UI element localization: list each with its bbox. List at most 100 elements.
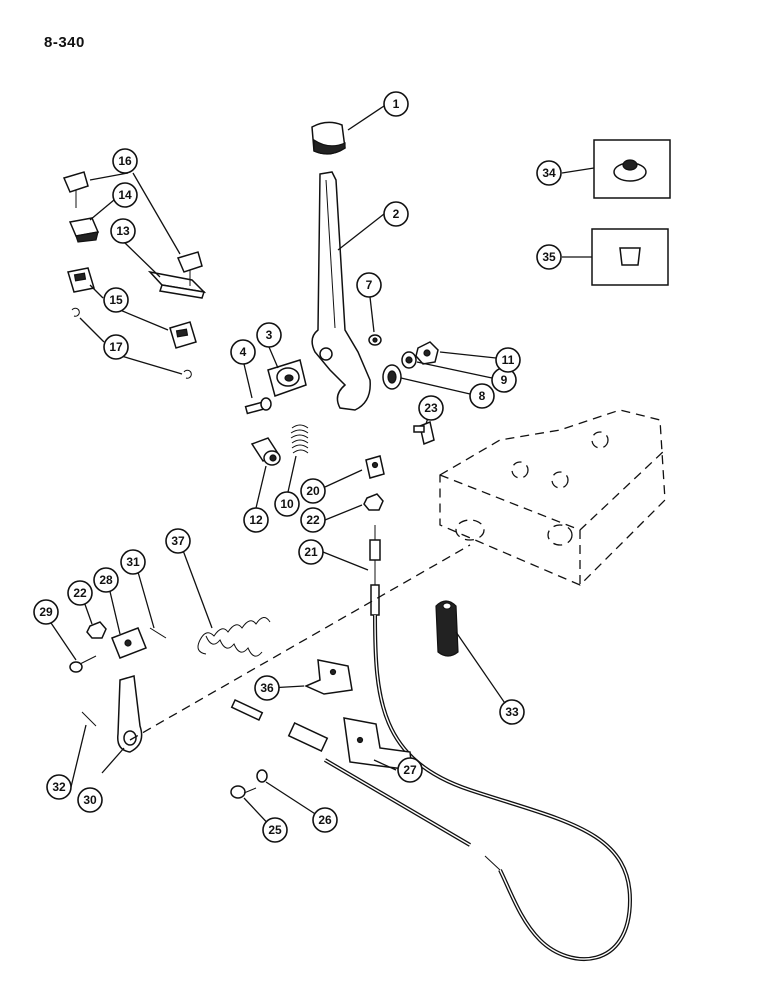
callout-17-label: 17 [109, 340, 123, 354]
callout-21-label: 21 [304, 545, 318, 559]
thumb-screw-16b-part [176, 251, 203, 286]
nut-7-part [368, 334, 382, 346]
callout-37: 37 [165, 528, 191, 554]
secondary-cable-part [230, 699, 472, 847]
callout-28: 28 [93, 567, 119, 593]
callout-36: 36 [254, 675, 280, 701]
callout-36-label: 36 [260, 681, 274, 695]
callout-35-label: 35 [542, 250, 556, 264]
callout-35: 35 [536, 244, 562, 270]
callout-1-label: 1 [393, 97, 400, 111]
callout-4: 4 [230, 339, 256, 365]
callout-2-label: 2 [393, 207, 400, 221]
callout-11-label: 11 [502, 353, 515, 367]
block-15b-part [169, 321, 197, 349]
callout-34-label: 34 [542, 166, 556, 180]
callout-29: 29 [33, 599, 59, 625]
callout-8: 8 [469, 383, 495, 409]
block-15a-part [67, 267, 95, 293]
plate-13-part [147, 270, 207, 299]
callout-14-label: 14 [118, 188, 132, 202]
callout-4-label: 4 [240, 345, 247, 359]
callout-34: 34 [536, 160, 562, 186]
callout-26-label: 26 [318, 813, 332, 827]
callout-25-label: 25 [268, 823, 282, 837]
callout-9-label: 9 [501, 373, 508, 387]
inset-box-34 [593, 139, 671, 199]
callout-30-label: 30 [83, 793, 97, 807]
lock-washer-26-part [256, 769, 268, 783]
clevis-28-part [111, 627, 147, 659]
callout-22-upper-label: 22 [306, 513, 320, 527]
callout-22-lower: 22 [67, 580, 93, 606]
callout-32-label: 32 [52, 780, 66, 794]
roll-pin-32-part [81, 711, 97, 727]
alignment-line [129, 544, 471, 741]
e-clip-17a-part [71, 307, 80, 317]
thumb-screw-16a-part [62, 171, 89, 208]
callout-31: 31 [120, 549, 146, 575]
page-number: 8-340 [44, 34, 85, 51]
callout-37-label: 37 [171, 534, 185, 548]
spring-washer-part [382, 364, 402, 390]
pin-31-part [149, 627, 167, 639]
callout-30: 30 [77, 787, 103, 813]
callout-15-label: 15 [109, 293, 123, 307]
bushing-part [250, 437, 281, 466]
screw-25-part [230, 785, 257, 799]
bolt-part [244, 397, 272, 415]
callout-22-upper: 22 [300, 507, 326, 533]
callout-32: 32 [46, 774, 72, 800]
callout-23: 23 [418, 395, 444, 421]
nut-11-part [415, 341, 439, 365]
callout-3-label: 3 [266, 328, 273, 342]
control-cable-part [369, 525, 633, 961]
callout-10: 10 [274, 491, 300, 517]
bolt-29-part [69, 655, 97, 673]
callout-22-lower-label: 22 [73, 586, 87, 600]
link-33-part [435, 600, 459, 657]
nut-22b-part [86, 621, 107, 639]
callout-33-label: 33 [505, 705, 519, 719]
callout-21: 21 [298, 539, 324, 565]
e-clip-17b-part [183, 369, 192, 379]
callout-20-label: 20 [306, 484, 320, 498]
callout-29-label: 29 [39, 605, 53, 619]
clip-14-part [68, 217, 100, 243]
arm-30-part [117, 675, 143, 753]
callout-13: 13 [110, 218, 136, 244]
inset-box-35 [591, 228, 669, 286]
callout-16: 16 [112, 148, 138, 174]
bracket-36-part [304, 659, 353, 695]
callout-23-label: 23 [424, 401, 438, 415]
callout-15: 15 [103, 287, 129, 313]
callout-27-label: 27 [403, 763, 417, 777]
callout-7: 7 [356, 272, 382, 298]
lever-part [311, 171, 371, 411]
callout-3: 3 [256, 322, 282, 348]
callout-7-label: 7 [366, 278, 373, 292]
callout-11: 11 [495, 347, 521, 373]
callout-20: 20 [300, 478, 326, 504]
spring-37-part [197, 617, 271, 657]
pivot-block-part [267, 359, 307, 397]
callout-31-label: 31 [126, 555, 140, 569]
callout-17: 17 [103, 334, 129, 360]
callout-1: 1 [383, 91, 409, 117]
callout-12-label: 12 [249, 513, 263, 527]
fitting-23-part [413, 420, 435, 446]
callout-13-label: 13 [116, 224, 130, 238]
callout-12: 12 [243, 507, 269, 533]
callout-14: 14 [112, 182, 138, 208]
callout-10-label: 10 [280, 497, 294, 511]
callout-27: 27 [397, 757, 423, 783]
washer-part [401, 351, 417, 369]
valve-block-reference [439, 409, 666, 586]
callout-25: 25 [262, 817, 288, 843]
clevis-20-part [365, 455, 385, 479]
callout-2: 2 [383, 201, 409, 227]
callout-8-label: 8 [479, 389, 486, 403]
knob-part [311, 121, 346, 155]
spring-part [290, 424, 309, 454]
